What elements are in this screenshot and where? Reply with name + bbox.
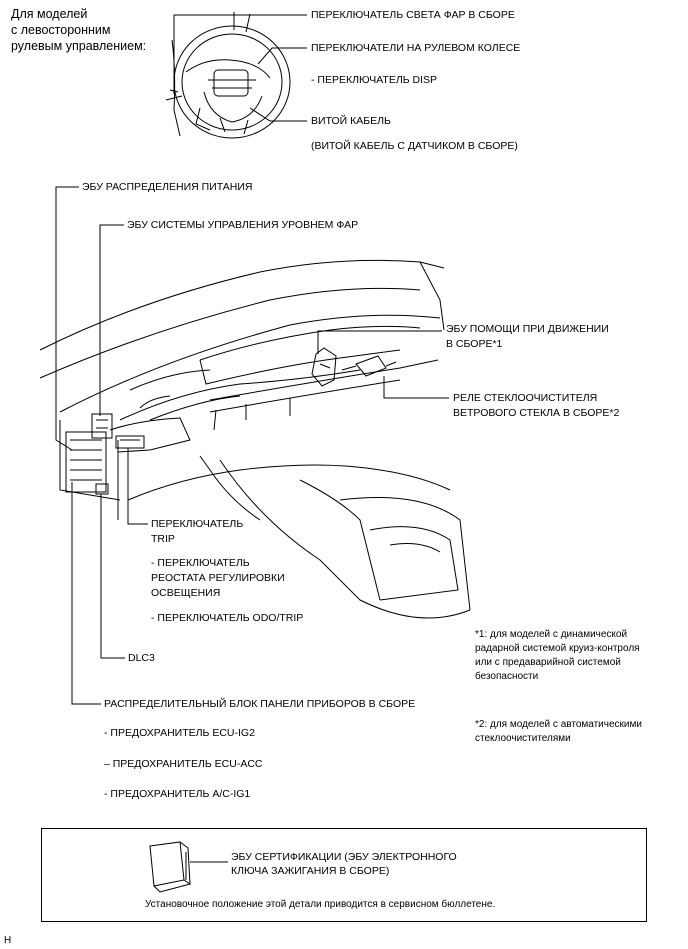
label-trip-switch-1: ПЕРЕКЛЮЧАТЕЛЬ [151,518,244,530]
leader-junction-block [71,482,101,705]
label-fuse-ig2: - ПРЕДОХРАНИТЕЛЬ ECU-IG2 [104,727,255,739]
label-trip-switch-2: TRIP [151,533,175,545]
note-1-line-3: или с предаварийной системой [475,657,621,668]
label-certification-ecu-1: ЭБУ СЕРТИФИКАЦИИ (ЭБУ ЭЛЕКТРОННОГО [231,851,457,863]
steering-wheel-drawing [165,12,291,139]
label-driving-assist-ecu-2: В СБОРЕ*1 [446,338,503,350]
note-1-line-4: безопасности [475,671,539,682]
leader-spiral-cable [249,107,307,122]
label-headlight-level-ecu: ЭБУ СИСТЕМЫ УПРАВЛЕНИЯ УРОВНЕМ ФАР [127,219,359,231]
label-fuse-acc: – ПРЕДОХРАНИТЕЛЬ ECU-ACC [104,758,263,770]
dashboard-drawing [39,259,471,619]
label-wheel-switches: ПЕРЕКЛЮЧАТЕЛИ НА РУЛЕВОМ КОЛЕСЕ [311,42,521,54]
label-driving-assist-ecu-1: ЭБУ ПОМОЩИ ПРИ ДВИЖЕНИИ [446,323,609,335]
note-2-line-2: стеклоочистителями [475,733,571,744]
label-dlc3: DLC3 [128,652,155,664]
label-wiper-relay-2: ВЕТРОВОГО СТЕКЛА В СБОРЕ*2 [453,407,620,419]
note-1-line-2: радарной системой круиз-контроля [475,643,640,654]
model-header-line-2: с левосторонним [11,23,111,37]
label-certification-ecu-2: КЛЮЧА ЗАЖИГАНИЯ В СБОРЕ) [231,865,390,877]
leader-headlight-level-ecu [99,224,124,416]
label-spiral-cable: ВИТОЙ КАБЕЛЬ [311,115,391,127]
leader-headlight-switch [173,14,307,94]
model-header-line-3: рулевым управлением: [11,39,147,53]
leader-wiper-relay [383,376,449,399]
leader-dlc3 [100,494,125,659]
leader-power-dist-ecu [55,186,79,451]
label-power-dist-ecu: ЭБУ РАСПРЕДЕЛЕНИЯ ПИТАНИЯ [82,181,253,193]
label-disp-switch: - ПЕРЕКЛЮЧАТЕЛЬ DISP [311,74,438,86]
figure-code: H [4,935,12,946]
certification-ecu-icon [149,841,191,893]
leader-wheel-switches [257,47,307,65]
label-headlight-switch: ПЕРЕКЛЮЧАТЕЛЬ СВЕТА ФАР В СБОРЕ [311,9,515,21]
certification-ecu-box [41,828,647,922]
leader-trip-switch [127,448,148,525]
note-1-line-1: *1: для моделей с динамической [475,629,628,640]
certification-caption: Установочное положение этой детали приво… [145,899,496,910]
label-odo-trip: - ПЕРЕКЛЮЧАТЕЛЬ ODO/TRIP [151,612,304,624]
note-2-line-1: *2: для моделей с автоматическими [475,719,642,730]
label-rheostat-1: - ПЕРЕКЛЮЧАТЕЛЬ [151,557,250,569]
label-junction-block: РАСПРЕДЕЛИТЕЛЬНЫЙ БЛОК ПАНЕЛИ ПРИБОРОВ В… [104,698,416,710]
label-rheostat-2: РЕОСТАТА РЕГУЛИРОВКИ [151,572,285,584]
label-wiper-relay-1: РЕЛЕ СТЕКЛООЧИСТИТЕЛЯ [453,392,598,404]
label-spiral-cable-sub: (ВИТОЙ КАБЕЛЬ С ДАТЧИКОМ В СБОРЕ) [311,140,518,152]
label-rheostat-3: ОСВЕЩЕНИЯ [151,587,221,599]
leader-driving-assist-ecu [317,330,442,354]
model-header-line-1: Для моделей [11,7,88,21]
label-fuse-ac: - ПРЕДОХРАНИТЕЛЬ A/C-IG1 [104,788,251,800]
